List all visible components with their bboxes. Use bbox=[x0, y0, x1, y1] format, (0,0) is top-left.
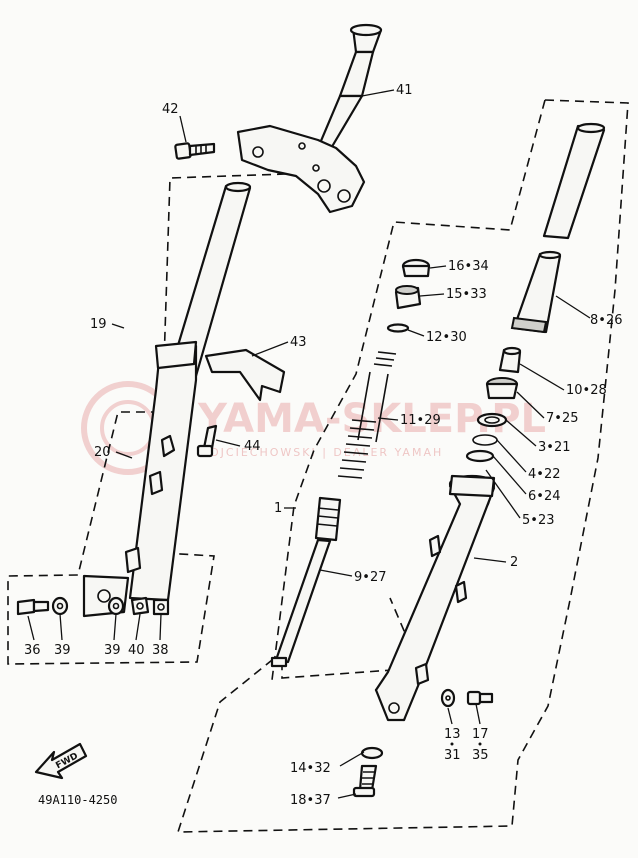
watermark-sub: OJCIECHOWSKI | DEALER YAMAH bbox=[210, 446, 443, 459]
diagram-code: 49A110-4250 bbox=[38, 793, 117, 807]
label-17: 17 bbox=[472, 727, 489, 742]
label-43: 43 bbox=[290, 335, 307, 350]
part-44-screw bbox=[196, 424, 218, 458]
label-38: 38 bbox=[152, 643, 169, 658]
part-15-33-cap-bolt bbox=[394, 285, 422, 310]
label-18-37: 18•37 bbox=[290, 793, 331, 808]
left-bottom-hardware bbox=[16, 596, 170, 616]
part-11-29-fork-spring bbox=[337, 351, 397, 479]
label-42: 42 bbox=[162, 102, 179, 117]
label-16-34: 16•34 bbox=[448, 259, 489, 274]
part-labels: 41 42 19 43 20 44 36 39 39 40 38 16•34 1… bbox=[24, 83, 622, 808]
label-2: 2 bbox=[510, 555, 518, 570]
label-8-26: 8•26 bbox=[590, 313, 622, 328]
label-3-21: 3•21 bbox=[538, 440, 570, 455]
label-31: 31 bbox=[444, 748, 461, 763]
part-6-24-washer bbox=[465, 449, 495, 463]
part-14-32-washer bbox=[360, 746, 384, 760]
part-9-27-damper-rod bbox=[270, 496, 342, 668]
label-19: 19 bbox=[90, 317, 107, 332]
label-40: 40 bbox=[128, 643, 145, 658]
part-17-35-bolt bbox=[466, 690, 494, 706]
label-35: 35 bbox=[472, 748, 489, 763]
left-fork-outline bbox=[7, 173, 287, 665]
part-42-bolt bbox=[174, 142, 216, 160]
part-10-28-bushing bbox=[498, 346, 522, 374]
label-39-right: 39 bbox=[104, 643, 121, 658]
right-fork-outline bbox=[176, 99, 629, 833]
label-39-left: 39 bbox=[54, 643, 71, 658]
inner-assembly-outline bbox=[271, 99, 546, 681]
part-7-25-oil-seal bbox=[485, 377, 519, 400]
leader-lines bbox=[27, 89, 591, 799]
label-1: 1 bbox=[274, 501, 282, 516]
label-36: 36 bbox=[24, 643, 41, 658]
part-3-21-washer bbox=[476, 412, 508, 428]
label-7-25: 7•25 bbox=[546, 411, 578, 426]
label-44: 44 bbox=[244, 439, 261, 454]
label-9-27: 9•27 bbox=[354, 570, 386, 585]
label-14-32: 14•32 bbox=[290, 761, 331, 776]
forward-direction-arrow: FWD bbox=[34, 742, 88, 780]
label-15-33: 15•33 bbox=[446, 287, 487, 302]
label-20: 20 bbox=[94, 445, 111, 460]
label-41: 41 bbox=[396, 83, 413, 98]
label-5-23: 5•23 bbox=[522, 513, 554, 528]
label-12-30: 12•30 bbox=[426, 330, 467, 345]
label-4-22: 4•22 bbox=[528, 467, 560, 482]
part-13-31-washer bbox=[440, 688, 456, 708]
part-2-right-outer-tube bbox=[374, 474, 496, 722]
label-13: 13 bbox=[444, 727, 461, 742]
part-16-34-cap bbox=[401, 258, 431, 278]
part-12-30-o-ring bbox=[386, 323, 410, 333]
part-18-37-bolt bbox=[352, 764, 378, 798]
part-43-fork-brace bbox=[204, 348, 286, 402]
label-6-24: 6•24 bbox=[528, 489, 560, 504]
label-11-29: 11•29 bbox=[400, 413, 441, 428]
part-8-26-right-inner-tube bbox=[510, 122, 606, 334]
label-10-28: 10•28 bbox=[566, 383, 607, 398]
part-41-steering-stem bbox=[236, 23, 383, 214]
